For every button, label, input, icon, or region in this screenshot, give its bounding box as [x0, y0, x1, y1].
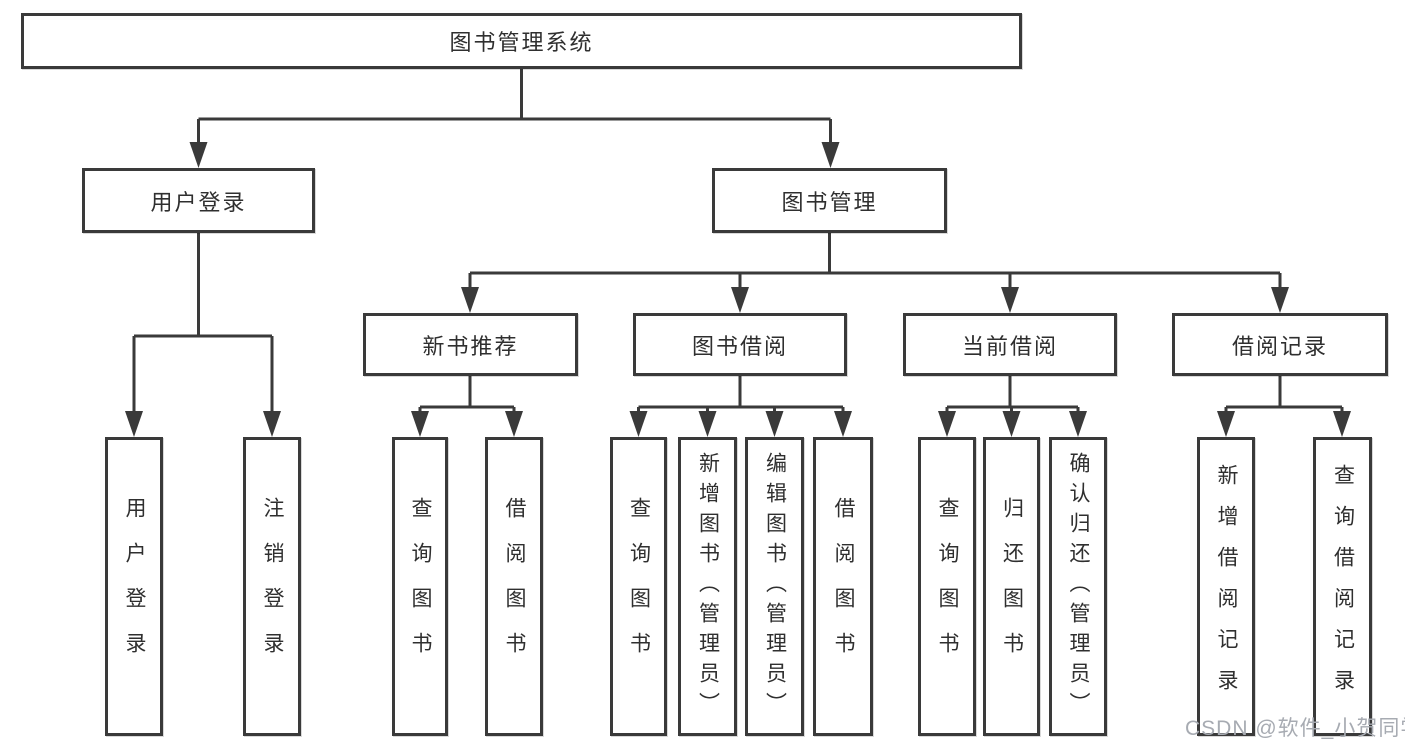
- leaf-borrow-book-recommend: 借阅图书: [485, 437, 543, 736]
- leaf-add-book-admin: 新增图书（管理员）: [678, 437, 737, 736]
- leaf-query-book-borrow: 查询图书: [610, 437, 667, 736]
- leaf-borrow-book: 借阅图书: [813, 437, 873, 736]
- leaf-user-login: 用户登录: [105, 437, 163, 736]
- node-user-login: 用户登录: [82, 168, 315, 233]
- leaf-return-book: 归还图书: [983, 437, 1040, 736]
- node-borrow-records: 借阅记录: [1172, 313, 1388, 376]
- leaf-logout: 注销登录: [243, 437, 301, 736]
- leaf-query-borrow-record: 查询借阅记录: [1313, 437, 1372, 736]
- node-new-book-recommend: 新书推荐: [363, 313, 578, 376]
- leaf-edit-book-admin: 编辑图书（管理员）: [745, 437, 804, 736]
- leaf-query-book-recommend: 查询图书: [392, 437, 448, 736]
- node-book-management: 图书管理: [712, 168, 947, 233]
- leaf-add-borrow-record: 新增借阅记录: [1197, 437, 1255, 736]
- leaf-query-book-current: 查询图书: [918, 437, 976, 736]
- node-current-borrow: 当前借阅: [903, 313, 1117, 376]
- watermark-text: CSDN @软件_小贺同学: [1185, 717, 1405, 740]
- node-library-system: 图书管理系统: [21, 13, 1022, 69]
- node-book-borrow: 图书借阅: [633, 313, 847, 376]
- leaf-confirm-return-admin: 确认归还（管理员）: [1049, 437, 1107, 736]
